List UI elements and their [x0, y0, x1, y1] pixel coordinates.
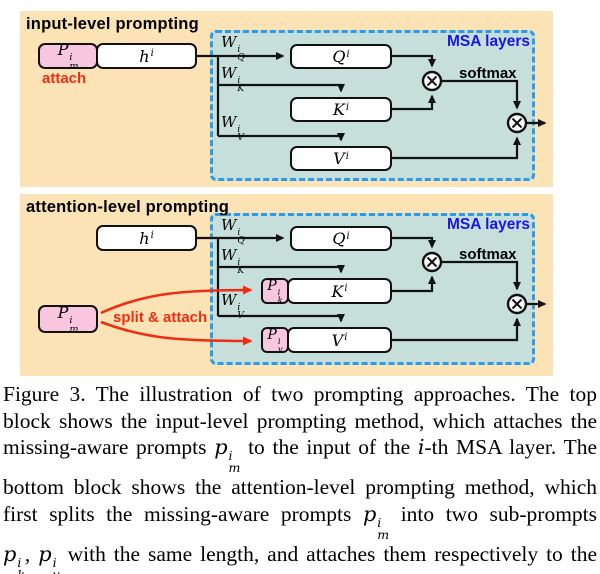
inline-math: piv: [38, 541, 59, 574]
figure-caption: Figure 3. The illustration of two prompt…: [3, 381, 597, 574]
msa-layers-label: MSA layers: [447, 33, 530, 50]
caption-text: into two sub-prompts: [389, 501, 598, 526]
caption-text: ,: [24, 541, 39, 566]
hidden-state-box: hi: [96, 225, 197, 251]
caption-text: -th MSA layer. The: [424, 435, 597, 459]
caption-text: to the input of the: [240, 435, 418, 459]
query-box: Qi: [290, 226, 392, 251]
attach-label: attach: [42, 70, 87, 87]
h-label: hi: [139, 46, 154, 66]
block-title-input-level: input-level prompting: [26, 15, 199, 33]
softmax-label: softmax: [459, 246, 517, 263]
inline-math: i: [417, 435, 425, 459]
caption-line: pik, piv with the same length, and attac…: [3, 541, 597, 574]
softmax-label: softmax: [459, 65, 517, 82]
caption-text: with the same length, and attaches them …: [59, 541, 598, 566]
split-attach-label: split & attach: [113, 309, 208, 326]
k-label: Ki: [331, 281, 348, 301]
key-box: Ki: [290, 97, 392, 122]
query-box: Qi: [290, 44, 392, 69]
v-label: Vi: [333, 149, 349, 168]
caption-line: Figure 3. The illustration of two prompt…: [3, 381, 597, 408]
caption-text: missing-aware prompts: [3, 435, 215, 459]
caption-text: bottom block shows the attention-level p…: [3, 475, 597, 500]
inline-math: pik: [3, 541, 25, 574]
caption-text: Figure 3. The illustration of two prompt…: [3, 382, 597, 406]
value-box: Vi: [290, 146, 392, 171]
q-label: Qi: [332, 47, 350, 66]
v-label: Vi: [331, 330, 348, 350]
block-title-attention-level: attention-level prompting: [26, 198, 229, 216]
value-box: Vi: [287, 327, 392, 353]
caption-line: block shows the input-level prompting me…: [3, 408, 597, 435]
caption-line: bottom block shows the attention-level p…: [3, 474, 597, 501]
hidden-state-box: hi: [96, 43, 197, 69]
k-label: Ki: [332, 100, 350, 119]
q-label: Qi: [332, 229, 350, 248]
key-box: Ki: [287, 278, 392, 304]
msa-layers-label: MSA layers: [447, 216, 530, 233]
caption-text: first splits the missing-aware prompts: [3, 501, 363, 526]
caption-line: first splits the missing-aware prompts p…: [3, 501, 597, 541]
caption-text: block shows the input-level prompting me…: [3, 408, 597, 433]
h-label: hi: [139, 228, 154, 248]
